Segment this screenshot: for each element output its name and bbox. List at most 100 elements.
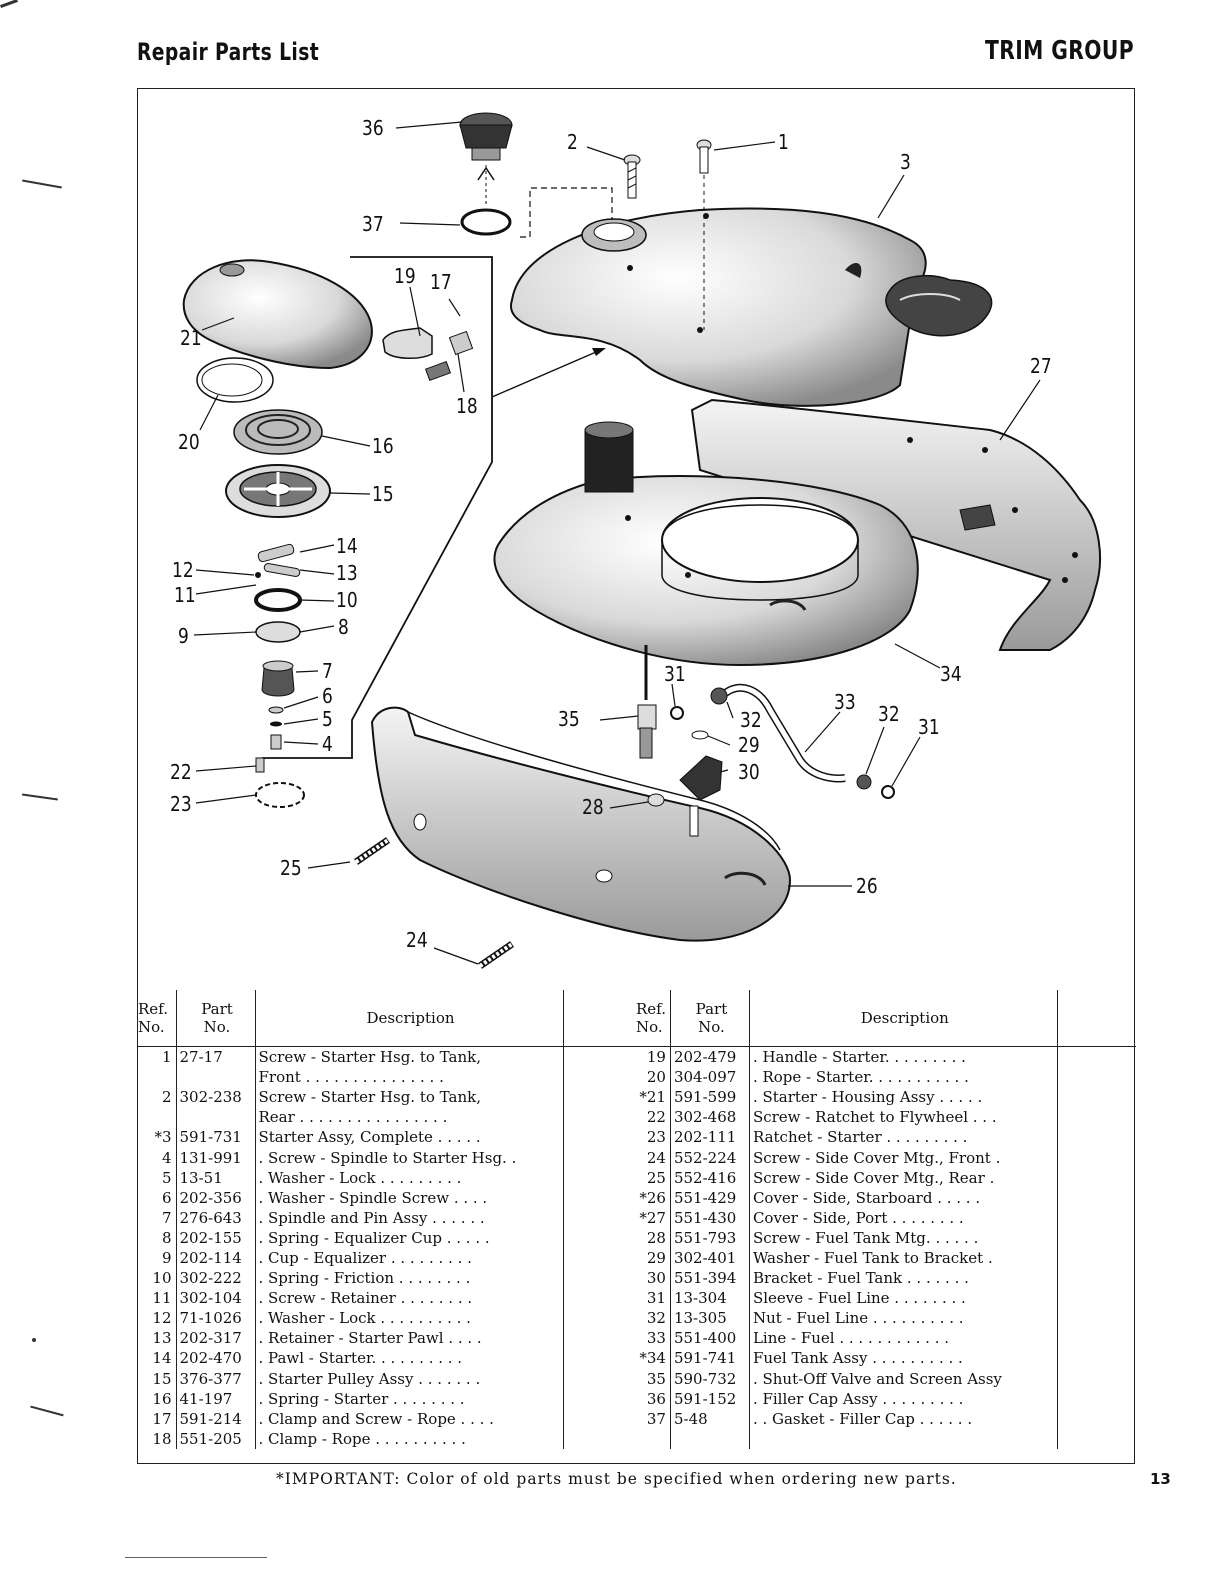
part-no-cell: 551-793 (670, 1227, 750, 1248)
callout-label: 36 (362, 116, 384, 140)
ref-no-cell (138, 1107, 177, 1128)
blank-cell (563, 1328, 632, 1348)
part-no-cell: 551-394 (670, 1268, 750, 1289)
ref-no-cell: 25 (632, 1167, 671, 1188)
part-no-cell: 41-197 (176, 1388, 256, 1409)
description-cell: . Clamp - Rope . . . . . . . . . . (255, 1428, 564, 1449)
blank-cell (1056, 1046, 1136, 1068)
ref-no-header: Ref.No. (138, 990, 177, 1047)
ref-no-cell: 6 (138, 1187, 177, 1208)
blank-cell (1056, 1247, 1136, 1269)
ref-no-cell: 17 (138, 1408, 177, 1429)
inset-arrow-head (592, 348, 606, 356)
blank-cell (1056, 1147, 1136, 1168)
description-cell: . Handle - Starter. . . . . . . . . (749, 1046, 1058, 1068)
callout-label: 35 (558, 707, 580, 731)
part-no-cell: 202-111 (670, 1127, 750, 1148)
callout-label: 18 (456, 394, 478, 418)
diagram-frame (137, 88, 1135, 1464)
important-footnote: *IMPORTANT: Color of old parts must be s… (276, 1470, 957, 1488)
ref-no-cell: 15 (138, 1368, 177, 1389)
ref-no-cell: 33 (632, 1328, 671, 1349)
blank-cell (563, 1107, 632, 1127)
part-no-cell: 302-104 (176, 1288, 256, 1309)
callout-label: 32 (878, 702, 900, 726)
description-cell: . Spring - Equalizer Cup . . . . . (255, 1227, 564, 1248)
part-no-cell: 202-479 (670, 1046, 750, 1068)
description-cell: . . Gasket - Filler Cap . . . . . . (749, 1408, 1058, 1429)
part-no-cell: 551-430 (670, 1207, 750, 1228)
ref-no-cell: 22 (632, 1107, 671, 1128)
callout-label: 34 (940, 662, 962, 686)
ref-no-cell (632, 1428, 671, 1449)
description-cell: Screw - Side Cover Mtg., Front . (749, 1147, 1058, 1168)
callout-label: 25 (280, 856, 302, 880)
part-no-cell: 5-48 (670, 1408, 750, 1429)
callout-label: 37 (362, 212, 384, 236)
callout-label: 11 (174, 583, 196, 607)
part-no-cell: 276-643 (176, 1207, 256, 1228)
blank-cell (1056, 1268, 1136, 1289)
housing-screw-front (696, 139, 712, 330)
ref-no-cell: 4 (138, 1147, 177, 1168)
ref-no-cell: 37 (632, 1408, 671, 1429)
blank-cell (563, 1087, 632, 1107)
part-no-cell: 202-356 (176, 1187, 256, 1208)
blank-cell (1056, 1368, 1136, 1389)
description-cell: . Filler Cap Assy . . . . . . . . . (749, 1388, 1058, 1409)
blank-cell (563, 1429, 632, 1449)
callout-label: 17 (430, 270, 452, 294)
filler-cap (459, 112, 513, 236)
ref-no-cell: 2 (138, 1087, 177, 1108)
part-no-cell: 552-416 (670, 1167, 750, 1188)
blank-cell (563, 1409, 632, 1429)
ref-no-cell (138, 1067, 177, 1088)
starter-small-parts (254, 543, 305, 808)
blank-cell (563, 1308, 632, 1328)
callout-label: 3 (900, 150, 911, 174)
part-no-cell: 590-732 (670, 1368, 750, 1389)
exploded-diagram (182, 112, 1101, 969)
fuel-line-nut-2 (856, 774, 872, 790)
part-no-cell: 131-991 (176, 1147, 256, 1168)
callout-label: 22 (170, 760, 192, 784)
ref-no-cell: 31 (632, 1288, 671, 1309)
blank-cell (563, 1369, 632, 1389)
ref-no-cell: *34 (632, 1348, 671, 1369)
description-cell: Ratchet - Starter . . . . . . . . . (749, 1127, 1058, 1148)
callout-label: 7 (322, 659, 333, 683)
part-no-cell: 13-304 (670, 1288, 750, 1309)
shut-off-valve (637, 645, 657, 759)
description-header: Description (255, 990, 564, 1047)
ref-no-cell: 7 (138, 1207, 177, 1228)
callout-label: 2 (567, 130, 578, 154)
blank-cell (1056, 1107, 1136, 1128)
ref-no-cell: 18 (138, 1428, 177, 1449)
part-no-cell: 13-305 (670, 1308, 750, 1329)
blank-cell (563, 1188, 632, 1208)
description-cell: Nut - Fuel Line . . . . . . . . . . (749, 1308, 1058, 1329)
callout-label: 13 (336, 561, 358, 585)
part-no-cell (176, 1067, 256, 1088)
starter-rope (196, 357, 274, 403)
description-cell: Screw - Fuel Tank Mtg. . . . . . (749, 1227, 1058, 1248)
part-no-cell: 302-238 (176, 1087, 256, 1108)
ref-no-cell: *27 (632, 1207, 671, 1228)
